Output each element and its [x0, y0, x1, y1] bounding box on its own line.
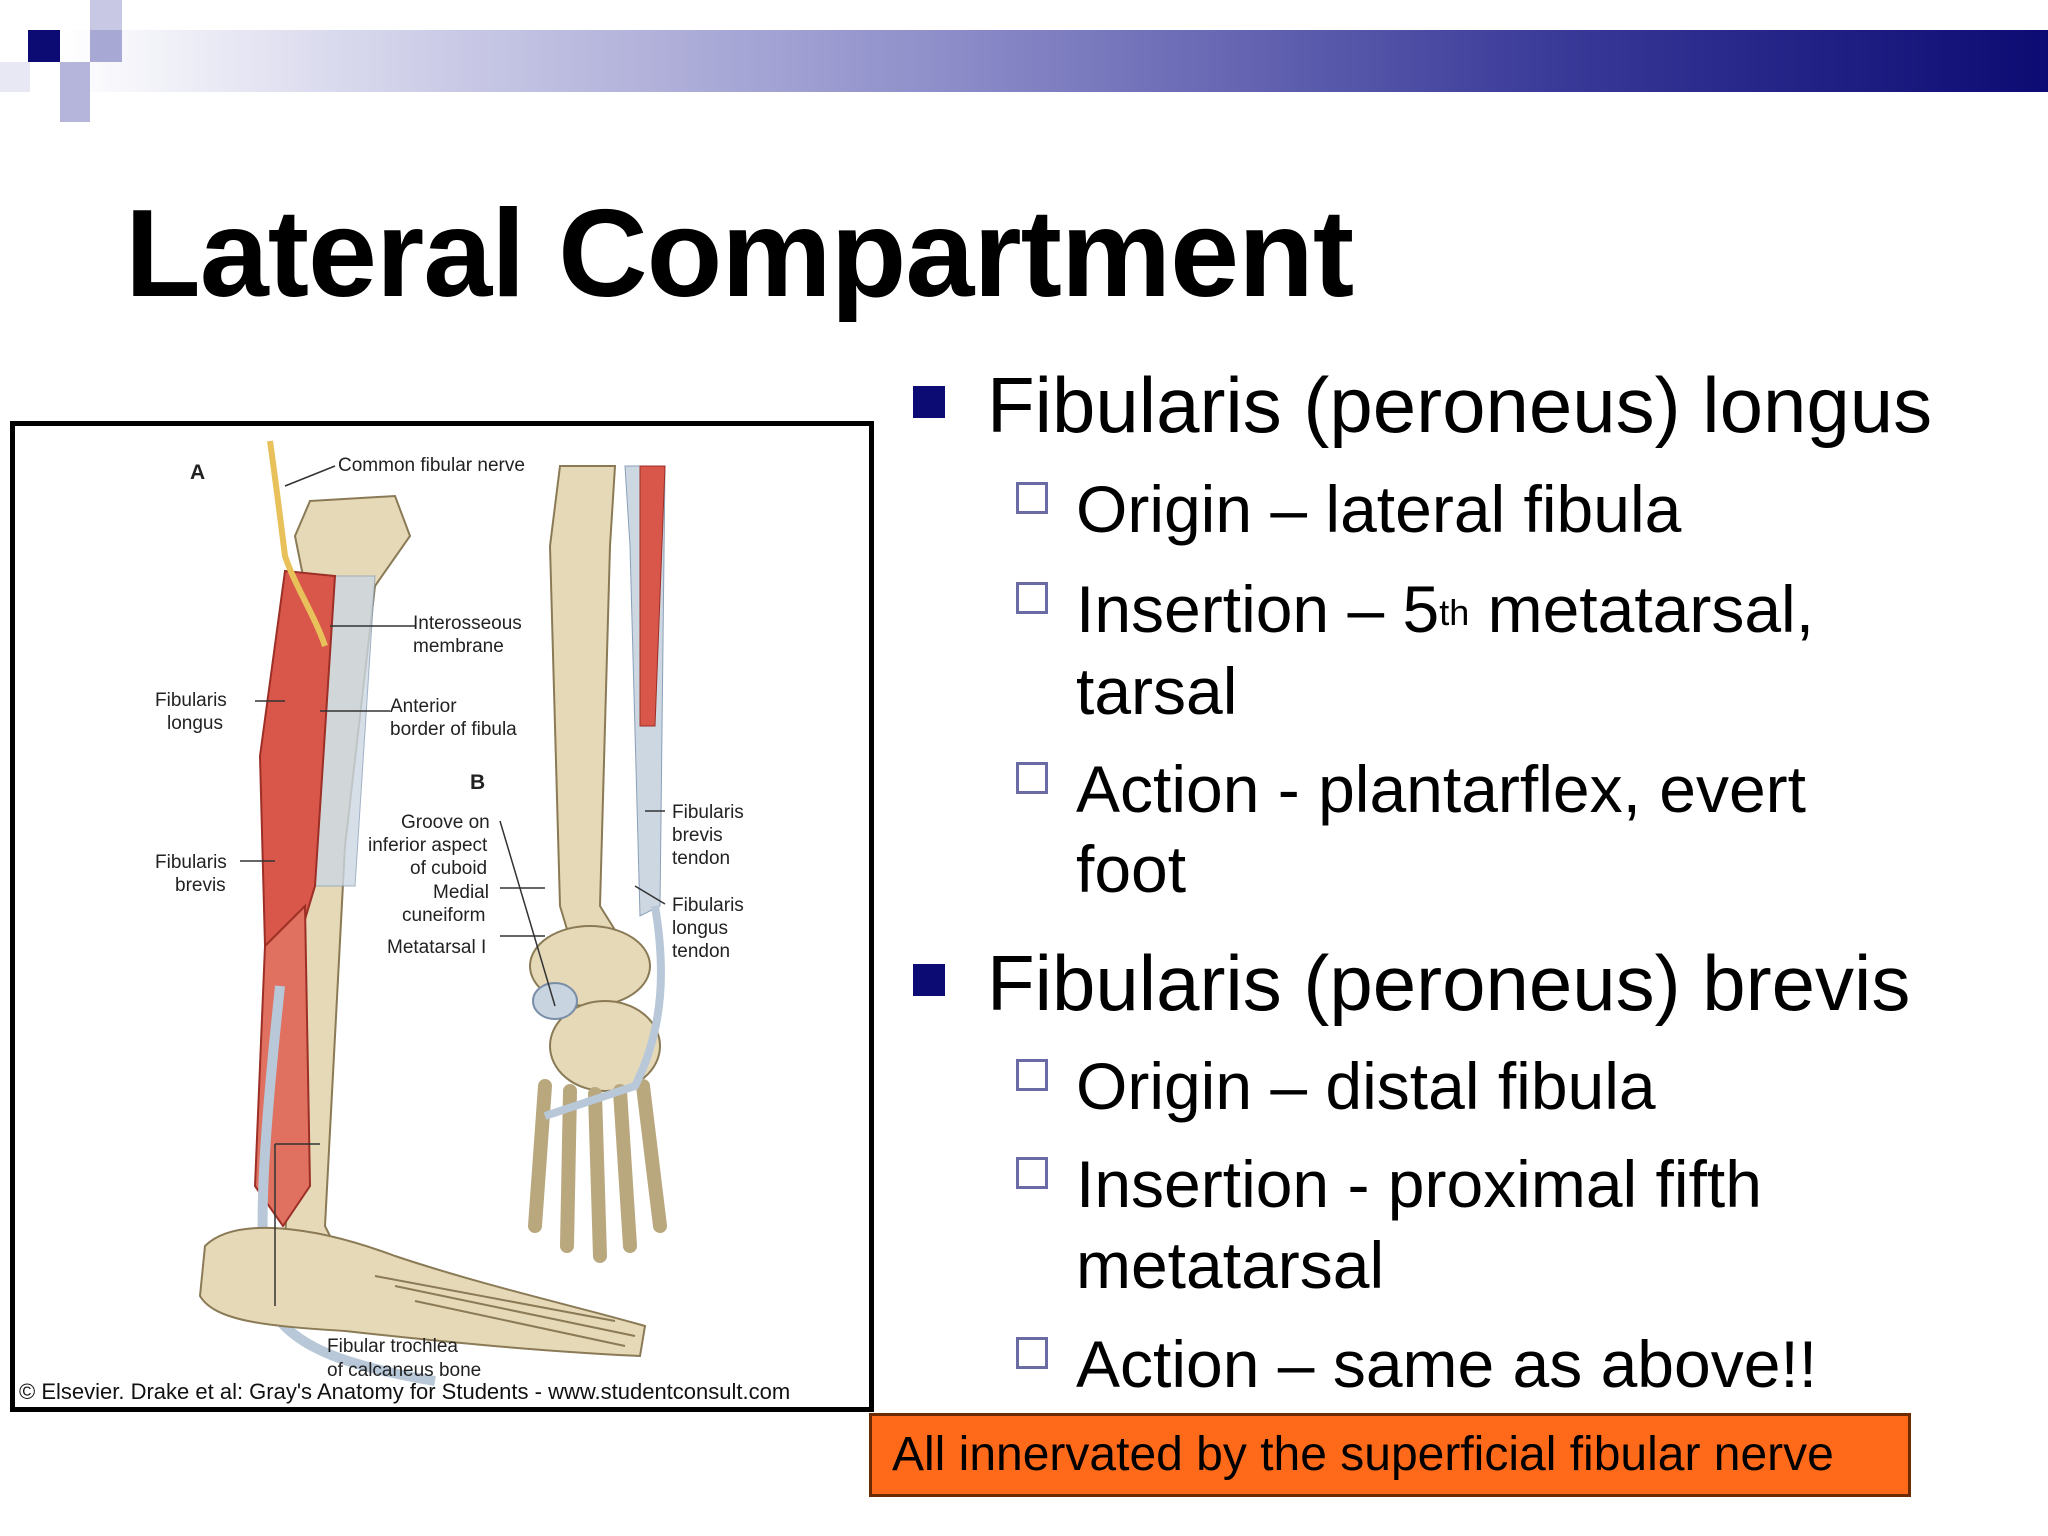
- hollow-square-bullet-icon: [1016, 482, 1048, 514]
- bullet-brevis-origin: Origin – distal fibula: [1016, 1047, 1656, 1125]
- label-fib-brevis-1: Fibularis: [155, 852, 227, 873]
- label-medial-2: cuneiform: [402, 905, 485, 926]
- bullet-brevis: Fibularis (peroneus) brevis: [913, 944, 1910, 1022]
- hollow-square-bullet-icon: [1016, 1337, 1048, 1369]
- logo-square-light-3: [60, 62, 90, 122]
- square-bullet-icon: [913, 964, 945, 996]
- figure-copyright: © Elsevier. Drake et al: Gray's Anatomy …: [19, 1379, 791, 1404]
- hollow-square-bullet-icon: [1016, 1157, 1048, 1189]
- label-fl-tendon-2: longus: [672, 918, 728, 939]
- panel-a-label: A: [190, 461, 205, 484]
- bullet-longus-insertion: Insertion – 5th metatarsal,: [1016, 570, 1814, 648]
- logo-square-light-1: [0, 62, 30, 92]
- label-fib-longus-1: Fibularis: [155, 690, 227, 711]
- label-fb-tendon-3: tendon: [672, 848, 730, 869]
- bullet-brevis-heading: Fibularis (peroneus) brevis: [987, 939, 1911, 1027]
- bullet-longus-heading: Fibularis (peroneus) longus: [987, 361, 1933, 449]
- label-anterior-1: Anterior: [390, 696, 457, 717]
- bullet-brevis-insertion-line2: metatarsal: [1076, 1228, 1385, 1302]
- bullet-brevis-insertion: Insertion - proximal fifth: [1016, 1145, 1762, 1223]
- label-groove-3: of cuboid: [410, 858, 487, 879]
- panel-b-label: B: [470, 771, 485, 794]
- slide-title: Lateral Compartment: [125, 185, 1354, 323]
- hollow-square-bullet-icon: [1016, 582, 1048, 614]
- label-fb-tendon-1: Fibularis: [672, 802, 744, 823]
- label-anterior-2: border of fibula: [390, 719, 517, 740]
- label-fb-tendon-2: brevis: [672, 825, 723, 846]
- hollow-square-bullet-icon: [1016, 762, 1048, 794]
- label-fib-longus-2: longus: [167, 713, 223, 734]
- anatomy-figure: A B Common fibular nerve Interosseous me…: [10, 421, 874, 1412]
- bullet-brevis-action: Action – same as above!!: [1016, 1325, 1817, 1403]
- bullet-longus-origin: Origin – lateral fibula: [1016, 470, 1681, 548]
- header-gradient-bar: [60, 30, 2048, 92]
- bullet-longus-action-line2: foot: [1076, 832, 1187, 906]
- label-metatarsal-i: Metatarsal I: [387, 937, 486, 958]
- label-fl-tendon-1: Fibularis: [672, 895, 744, 916]
- label-trochlea-1: Fibular trochlea: [327, 1336, 458, 1357]
- label-trochlea-2: of calcaneus bone: [327, 1360, 481, 1381]
- label-interosseous-2: membrane: [413, 636, 504, 657]
- label-interosseous-1: Interosseous: [413, 613, 522, 634]
- label-groove-2: inferior aspect: [368, 835, 488, 856]
- label-medial-1: Medial: [433, 882, 489, 903]
- logo-square-light-4: [90, 30, 122, 62]
- bullet-longus-insertion-line2: tarsal: [1076, 654, 1238, 728]
- label-groove-1: Groove on: [401, 812, 490, 833]
- bullet-longus: Fibularis (peroneus) longus: [913, 366, 1932, 444]
- label-fib-brevis-2: brevis: [175, 875, 226, 896]
- logo-square-light-2: [90, 0, 122, 32]
- bullet-longus-action: Action - plantarflex, evert: [1016, 750, 1806, 828]
- square-bullet-icon: [913, 386, 945, 418]
- label-common-fibular-nerve: Common fibular nerve: [338, 455, 525, 476]
- label-fl-tendon-3: tendon: [672, 941, 730, 962]
- logo-square-dark: [28, 30, 60, 62]
- leg-illustration: A B Common fibular nerve Interosseous me…: [155, 440, 744, 1386]
- innervation-banner: All innervated by the superficial fibula…: [869, 1413, 1911, 1497]
- hollow-square-bullet-icon: [1016, 1059, 1048, 1091]
